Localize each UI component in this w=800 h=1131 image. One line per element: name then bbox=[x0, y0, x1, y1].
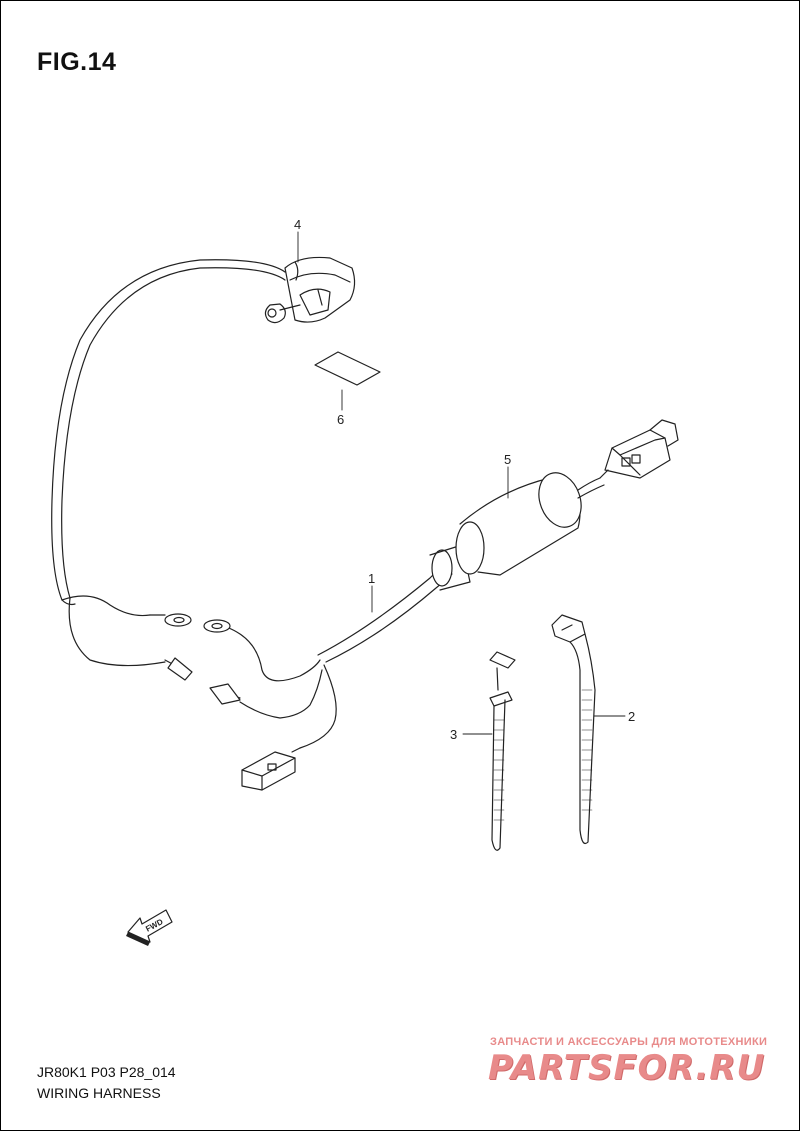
callout-1: 1 bbox=[368, 571, 375, 586]
callout-2: 2 bbox=[628, 709, 635, 724]
part-1-harness-cable[interactable] bbox=[51, 259, 453, 663]
part-6-label[interactable] bbox=[314, 351, 381, 386]
callout-4: 4 bbox=[294, 217, 301, 232]
fwd-arrow-icon: FWD bbox=[126, 909, 173, 946]
watermark-logo: PARTSFOR.RU bbox=[488, 1048, 766, 1088]
figure-title: FIG.14 bbox=[37, 48, 117, 76]
part-5-suppressor[interactable] bbox=[429, 467, 605, 591]
part-1-connector-main[interactable] bbox=[599, 419, 679, 479]
callout-3: 3 bbox=[450, 727, 457, 742]
callout-5: 5 bbox=[504, 452, 511, 467]
part-2-cable-tie[interactable] bbox=[551, 614, 596, 845]
figure-name: WIRING HARNESS bbox=[37, 1085, 161, 1101]
callout-6: 6 bbox=[337, 412, 344, 427]
part-1-branch-wires[interactable] bbox=[61, 595, 337, 791]
part-3-cable-tie[interactable] bbox=[489, 651, 516, 851]
figure-code: JR80K1 P03 P28_014 bbox=[37, 1064, 176, 1080]
callout-leaders bbox=[297, 231, 626, 735]
part-4-switch[interactable] bbox=[264, 256, 356, 324]
watermark-tagline: ЗАПЧАСТИ И АКСЕССУАРЫ ДЛЯ МОТОТЕХНИКИ bbox=[490, 1036, 768, 1048]
